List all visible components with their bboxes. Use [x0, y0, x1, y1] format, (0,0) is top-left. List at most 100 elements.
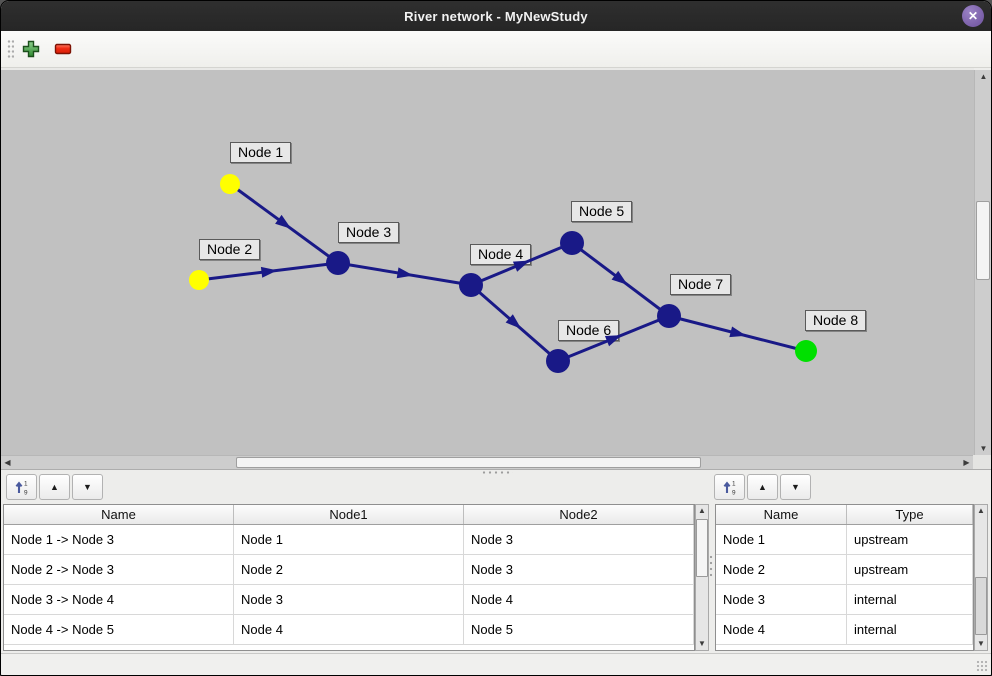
node-circle-node-5[interactable] — [560, 231, 584, 255]
node-circle-node-8[interactable] — [795, 340, 817, 362]
column-header-node2[interactable]: Node2 — [464, 505, 694, 524]
table-cell[interactable]: Node 3 — [234, 585, 464, 614]
canvas-horizontal-scrollbar[interactable]: ◀ ▶ — [1, 455, 973, 469]
table-cell[interactable]: Node 2 — [716, 555, 847, 584]
table-cell[interactable]: Node 4 — [464, 585, 694, 614]
node-label-node-2[interactable]: Node 2 — [199, 239, 261, 260]
reaches-sort-button[interactable]: 1 9 — [6, 474, 37, 500]
window-title: River network - MyNewStudy — [404, 8, 588, 24]
node-circle-node-3[interactable] — [326, 251, 350, 275]
close-icon: ✕ — [967, 9, 979, 23]
toolbar-drag-handle[interactable] — [7, 39, 14, 60]
table-cell[interactable]: Node 3 — [716, 585, 847, 614]
table-cell[interactable]: Node 4 — [716, 615, 847, 644]
scroll-left-icon[interactable]: ◀ — [4, 458, 11, 467]
nodes-scroll-thumb[interactable] — [975, 577, 987, 635]
scroll-up-icon[interactable]: ▲ — [979, 71, 988, 81]
node-label-node-8[interactable]: Node 8 — [805, 310, 867, 331]
close-button[interactable]: ✕ — [962, 5, 984, 27]
scroll-down-icon[interactable]: ▼ — [698, 639, 706, 648]
resize-grip[interactable] — [976, 660, 988, 672]
arrowhead-icon — [275, 214, 292, 229]
canvas-hscroll-thumb[interactable] — [236, 457, 701, 468]
nodes-table-scrollbar[interactable]: ▲ ▼ — [974, 504, 988, 651]
table-cell[interactable]: upstream — [847, 525, 973, 554]
reaches-table-scrollbar[interactable]: ▲ ▼ — [695, 504, 709, 651]
table-cell[interactable]: upstream — [847, 555, 973, 584]
node-circle-node-2[interactable] — [189, 270, 209, 290]
column-header-name[interactable]: Name — [716, 505, 847, 524]
edge-node-3-to-node-4 — [337, 261, 472, 287]
table-cell[interactable]: Node 2 -> Node 3 — [4, 555, 234, 584]
reaches-move-up-button[interactable]: ▲ — [39, 474, 70, 500]
node-label-node-4[interactable]: Node 4 — [470, 244, 532, 265]
vertical-splitter[interactable] — [709, 554, 713, 580]
column-header-node1[interactable]: Node1 — [234, 505, 464, 524]
remove-node-button[interactable] — [51, 37, 75, 61]
network-canvas[interactable]: Node 1 Node 2 Node 3 Node 4 Node 5 Node 6 Node… — [1, 68, 974, 455]
horizontal-splitter[interactable] — [1, 469, 991, 474]
scroll-up-icon[interactable]: ▲ — [698, 506, 706, 515]
nodes-move-up-button[interactable]: ▲ — [747, 474, 778, 500]
reaches-scroll-thumb[interactable] — [696, 519, 708, 577]
table-cell[interactable]: Node 5 — [464, 615, 694, 644]
table-cell[interactable]: Node 1 -> Node 3 — [4, 525, 234, 554]
down-triangle-icon: ▼ — [791, 481, 800, 492]
scroll-right-icon[interactable]: ▶ — [963, 458, 970, 467]
table-cell[interactable]: Node 2 — [234, 555, 464, 584]
node-circle-node-6[interactable] — [546, 349, 570, 373]
arrowhead-icon — [729, 326, 747, 338]
node-circle-node-1[interactable] — [220, 174, 240, 194]
svg-text:9: 9 — [24, 489, 28, 496]
table-cell[interactable]: internal — [847, 585, 973, 614]
up-triangle-icon: ▲ — [758, 481, 767, 492]
down-triangle-icon: ▼ — [83, 481, 92, 492]
table-cell[interactable]: Node 4 -> Node 5 — [4, 615, 234, 644]
edge-node-7-to-node-8 — [668, 314, 807, 353]
canvas-vertical-scrollbar[interactable]: ▲ ▼ — [974, 70, 991, 455]
nodes-move-down-button[interactable]: ▼ — [780, 474, 811, 500]
up-triangle-icon: ▲ — [50, 481, 59, 492]
table-cell[interactable]: Node 1 — [716, 525, 847, 554]
scroll-down-icon[interactable]: ▼ — [979, 443, 988, 453]
table-cell[interactable]: Node 1 — [234, 525, 464, 554]
scroll-up-icon[interactable]: ▲ — [977, 506, 985, 515]
network-view: Node 1 Node 2 Node 3 Node 4 Node 5 Node 6 Node… — [1, 68, 991, 469]
table-cell[interactable]: Node 3 -> Node 4 — [4, 585, 234, 614]
title-bar[interactable]: River network - MyNewStudy ✕ — [1, 1, 991, 31]
add-node-button[interactable] — [19, 37, 43, 61]
edge-node-2-to-node-3 — [198, 261, 339, 282]
table-cell[interactable]: Node 4 — [234, 615, 464, 644]
table-cell[interactable]: internal — [847, 615, 973, 644]
node-label-node-3[interactable]: Node 3 — [338, 222, 400, 243]
arrowhead-icon — [396, 267, 414, 279]
table-cell[interactable]: Node 3 — [464, 525, 694, 554]
node-label-node-7[interactable]: Node 7 — [670, 274, 732, 295]
edge-node-5-to-node-7 — [571, 241, 670, 318]
reaches-move-down-button[interactable]: ▼ — [72, 474, 103, 500]
nodes-sort-button[interactable]: 1 9 — [714, 474, 745, 500]
table-cell[interactable]: Node 3 — [464, 555, 694, 584]
node-label-node-6[interactable]: Node 6 — [558, 320, 620, 341]
node-circle-node-7[interactable] — [657, 304, 681, 328]
sort-ascending-icon: 1 9 — [15, 480, 28, 496]
canvas-vscroll-thumb[interactable] — [976, 201, 990, 280]
node-circle-node-4[interactable] — [459, 273, 483, 297]
red-minus-icon — [54, 43, 72, 55]
node-label-node-1[interactable]: Node 1 — [230, 142, 292, 163]
node-label-node-5[interactable]: Node 5 — [571, 201, 633, 222]
column-header-type[interactable]: Type — [847, 505, 973, 524]
column-header-name[interactable]: Name — [4, 505, 234, 524]
scroll-down-icon[interactable]: ▼ — [977, 639, 985, 648]
